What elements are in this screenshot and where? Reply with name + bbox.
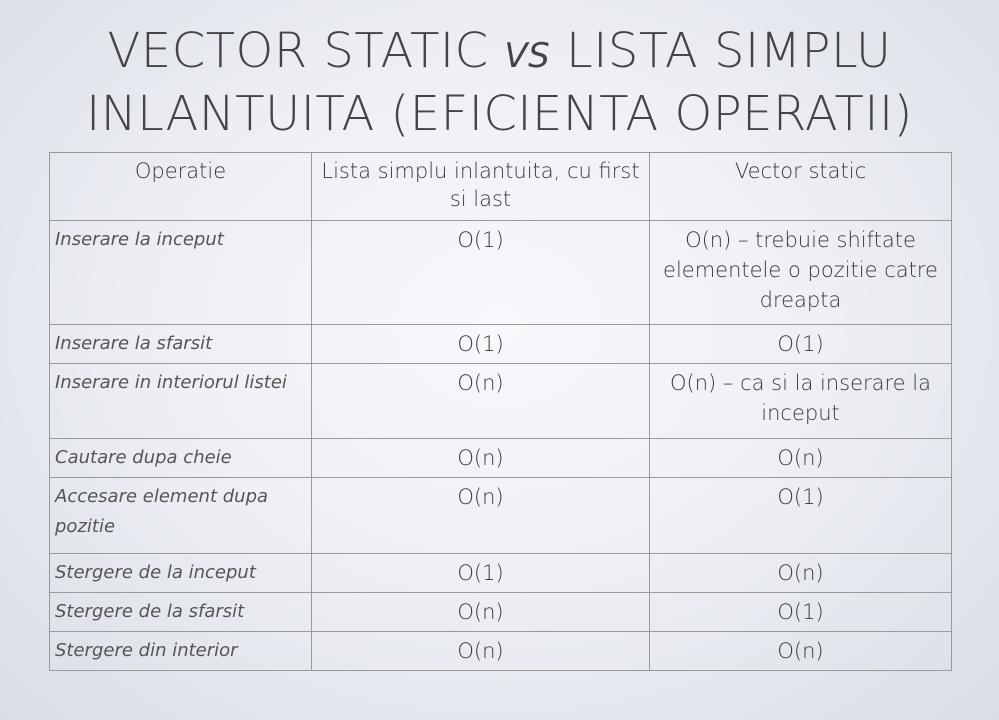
cell-vector-complexity: O(n)	[649, 631, 952, 671]
cell-vector-complexity: O(n) – trebuie shiftate elementele o poz…	[649, 220, 952, 325]
cell-vector-complexity: O(1)	[649, 477, 952, 554]
header-vector: Vector static	[649, 152, 952, 221]
cell-operation: Stergere de la inceput	[49, 553, 312, 593]
cell-list-complexity: O(n)	[311, 631, 650, 671]
table-row: Cautare dupa cheie O(n) O(n)	[49, 438, 952, 478]
title-part-2: LISTA SIMPLU	[550, 23, 892, 79]
cell-list-complexity: O(1)	[311, 324, 650, 364]
cell-operation: Inserare la sfarsit	[49, 324, 312, 364]
cell-vector-complexity: O(n) – ca si la inserare la inceput	[649, 363, 952, 439]
cell-vector-complexity: O(1)	[649, 592, 952, 632]
cell-list-complexity: O(n)	[311, 438, 650, 478]
table-row: Stergere din interior O(n) O(n)	[49, 631, 952, 671]
cell-list-complexity: O(1)	[311, 220, 650, 325]
table-row: Stergere de la sfarsit O(n) O(1)	[49, 592, 952, 632]
cell-operation: Stergere din interior	[49, 631, 312, 671]
cell-list-complexity: O(n)	[311, 592, 650, 632]
cell-list-complexity: O(1)	[311, 553, 650, 593]
cell-operation: Stergere de la sfarsit	[49, 592, 312, 632]
header-operatie: Operatie	[49, 152, 312, 221]
table-row: Accesare element dupa pozitie O(n) O(1)	[49, 477, 952, 554]
cell-list-complexity: O(n)	[311, 477, 650, 554]
cell-operation: Cautare dupa cheie	[49, 438, 312, 478]
table-row: Stergere de la inceput O(1) O(n)	[49, 553, 952, 593]
title-part-1: VECTOR STATIC	[107, 23, 505, 79]
title-line-1: VECTOR STATIC VS LISTA SIMPLU	[0, 22, 999, 85]
title-line-2: INLANTUITA (EFICIENTA OPERATII)	[86, 86, 913, 142]
table-row: Inserare la sfarsit O(1) O(1)	[49, 324, 952, 364]
table-row: Inserare in interiorul listei O(n) O(n) …	[49, 363, 952, 439]
slide-title: VECTOR STATIC VS LISTA SIMPLU INLANTUITA…	[0, 22, 999, 143]
cell-operation: Inserare in interiorul listei	[49, 363, 312, 439]
title-vs: VS	[504, 36, 551, 76]
cell-operation: Inserare la inceput	[49, 220, 312, 325]
cell-operation: Accesare element dupa pozitie	[49, 477, 312, 554]
operations-table: Operatie Lista simplu inlantuita, cu fir…	[49, 152, 952, 671]
cell-vector-complexity: O(n)	[649, 438, 952, 478]
cell-vector-complexity: O(n)	[649, 553, 952, 593]
table-row: Inserare la inceput O(1) O(n) – trebuie …	[49, 220, 952, 325]
table-header-row: Operatie Lista simplu inlantuita, cu fir…	[49, 152, 952, 221]
header-lista: Lista simplu inlantuita, cu first si las…	[311, 152, 650, 221]
cell-list-complexity: O(n)	[311, 363, 650, 439]
cell-vector-complexity: O(1)	[649, 324, 952, 364]
